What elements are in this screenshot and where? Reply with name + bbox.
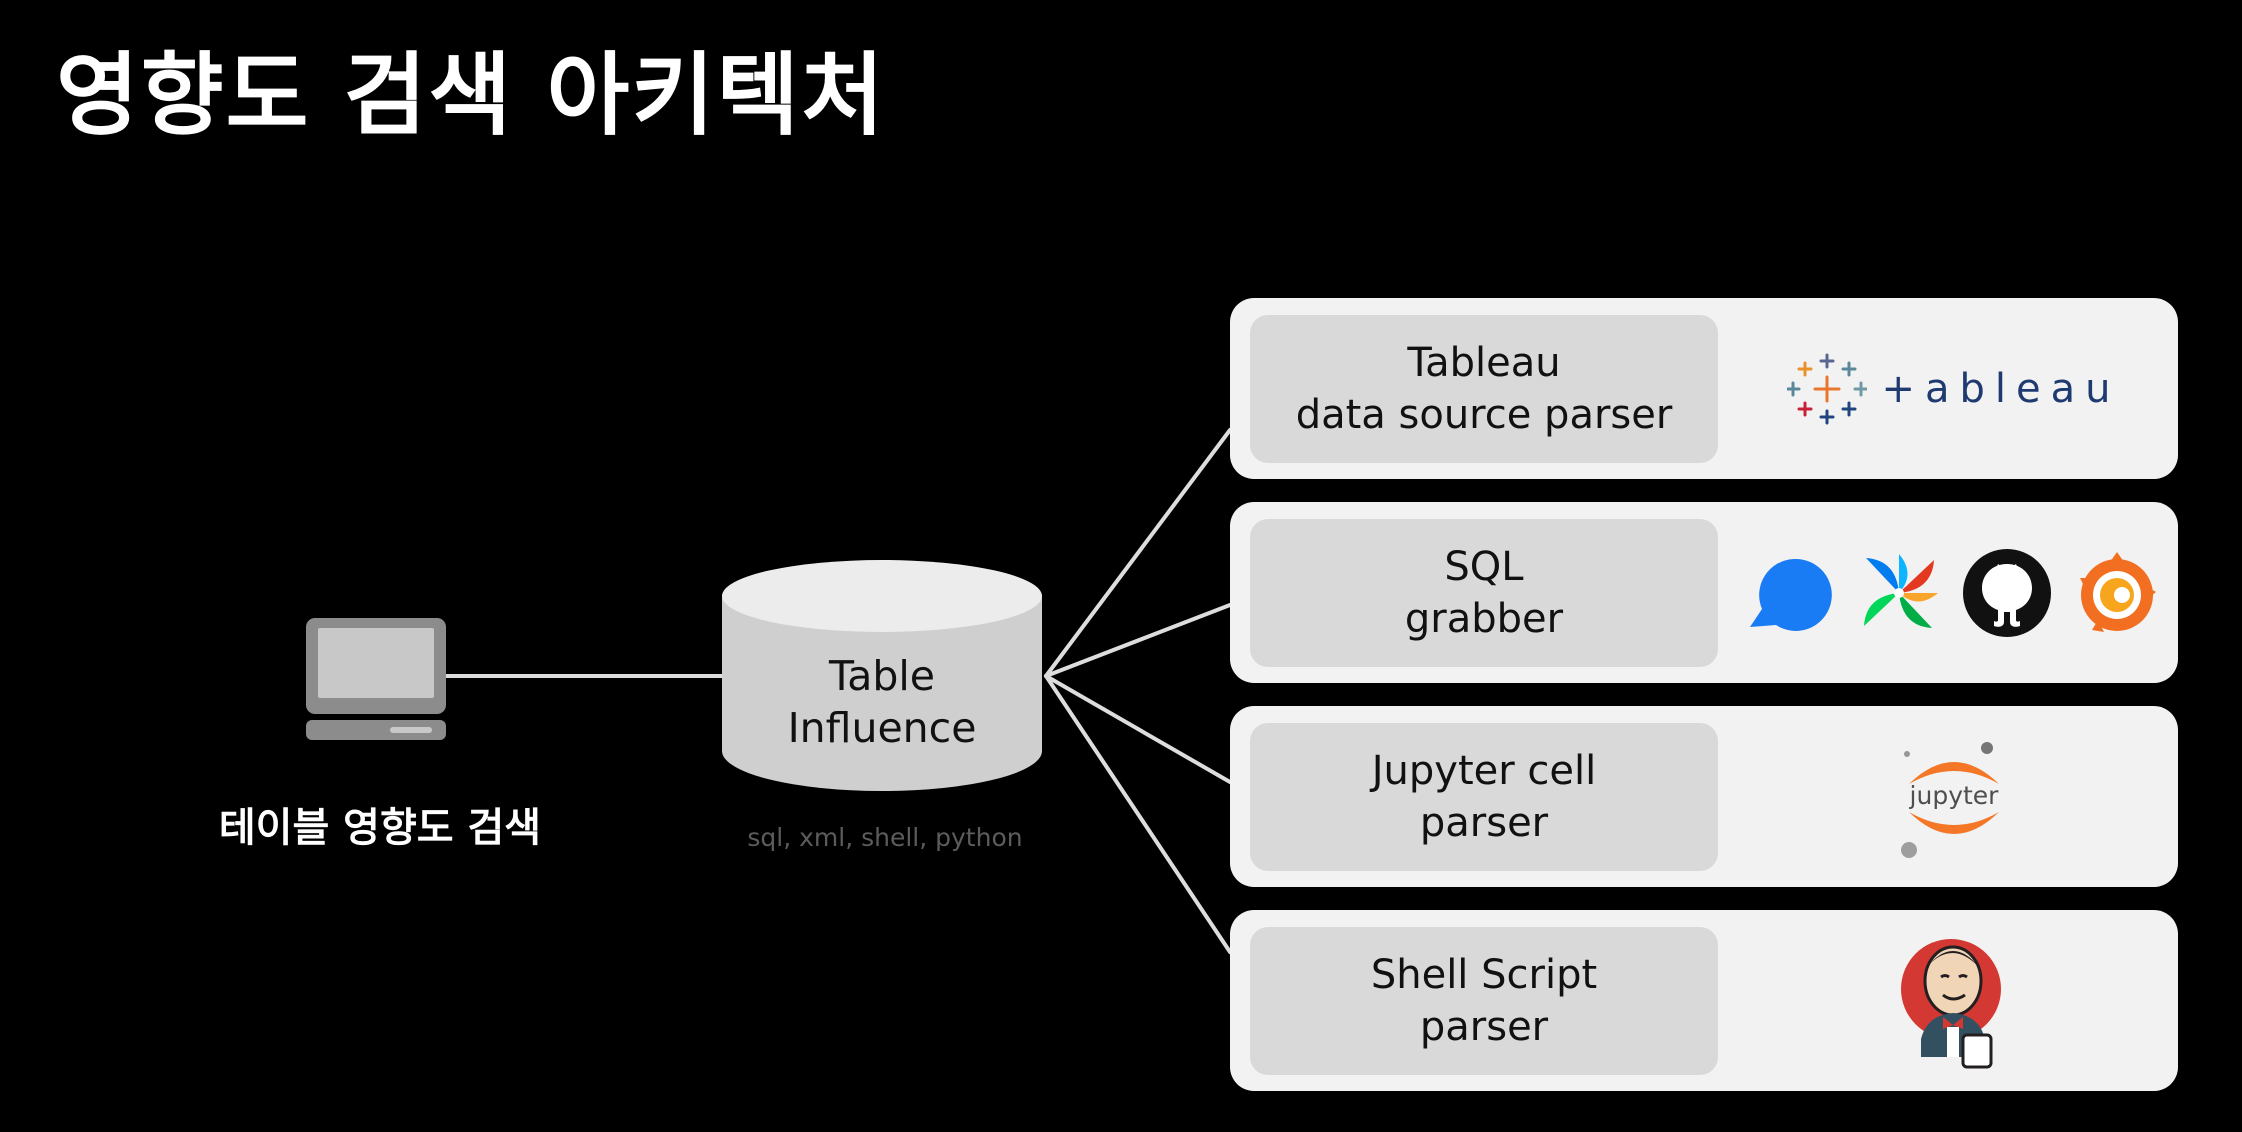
jenkins-logo — [1899, 931, 2009, 1071]
airflow-logo — [1856, 550, 1942, 636]
jupyter-logo: jupyter — [1889, 732, 2019, 862]
logo-group: +ableau — [1730, 298, 2178, 479]
slide-title: 영향도 검색 아키텍처 — [56, 43, 886, 148]
connector-db-jupyter — [1044, 674, 1232, 784]
laptop-icon — [306, 618, 446, 740]
database-cylinder-icon — [722, 560, 1042, 791]
logo-group — [1730, 910, 2178, 1091]
parser-name-line2: grabber — [1404, 596, 1564, 642]
jupyter-wordmark: jupyter — [1909, 781, 2000, 810]
client-label: 테이블 영향도 검색 — [218, 805, 542, 851]
parser-name-line2: parser — [1419, 800, 1549, 846]
connector-db-sql — [1044, 603, 1232, 678]
database-label: Table Influence — [787, 652, 977, 752]
github-logo — [1962, 548, 2052, 638]
parser-pill-shell: Shell Script parser — [1250, 927, 1718, 1075]
parser-pill-tableau: Tableau data source parser — [1250, 315, 1718, 463]
parser-name-line2: data source parser — [1295, 392, 1673, 438]
grafana-logo — [2072, 548, 2162, 638]
parser-pill-sql: SQL grabber — [1250, 519, 1718, 667]
logo-group: jupyter — [1730, 706, 2178, 887]
tableau-logo: +ableau — [1787, 351, 2120, 427]
database-subtitle: sql, xml, shell, python — [747, 823, 1023, 852]
parser-name-line1: Jupyter cell — [1371, 748, 1597, 794]
parser-name-line2: parser — [1419, 1004, 1549, 1050]
parser-row-tableau: Tableau data source parser — [1230, 298, 2178, 479]
parser-row-jupyter: Jupyter cell parser jupyter — [1230, 706, 2178, 887]
chat-bubble-logo — [1746, 553, 1836, 633]
parser-name-line1: Tableau — [1407, 340, 1561, 386]
parser-name-line1: SQL — [1444, 544, 1524, 590]
parser-row-sql: SQL grabber — [1230, 502, 2178, 683]
parser-row-shell: Shell Script parser — [1230, 910, 2178, 1091]
parser-name-line1: Shell Script — [1370, 952, 1598, 998]
tableau-wordmark: +ableau — [1881, 365, 2121, 412]
logo-group — [1730, 502, 2178, 683]
connector-db-shell — [1044, 674, 1232, 954]
connector-db-tableau — [1044, 428, 1232, 678]
tableau-cross-icon — [1787, 353, 1868, 424]
parser-pill-jupyter: Jupyter cell parser — [1250, 723, 1718, 871]
